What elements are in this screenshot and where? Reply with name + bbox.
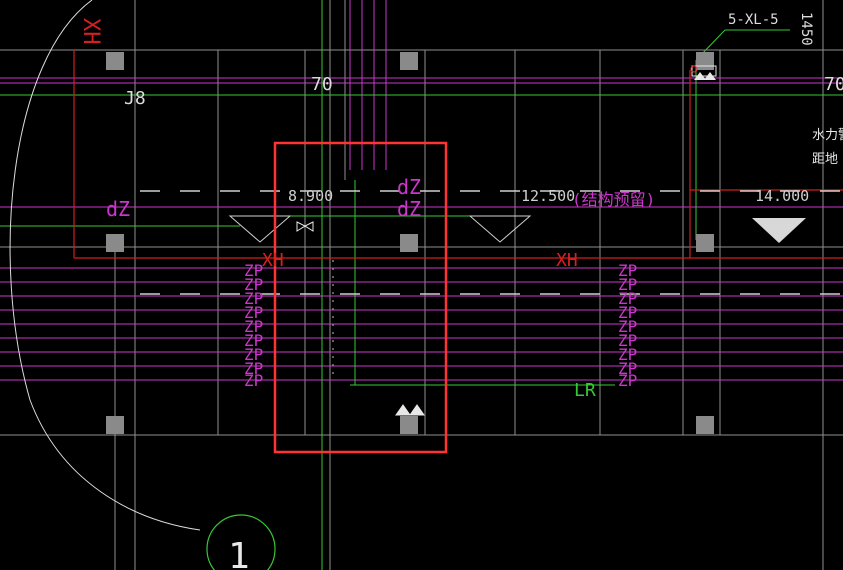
dz-label: dZ: [397, 197, 421, 221]
side-note: 距地 2: [812, 152, 843, 167]
axis-number: 1: [228, 536, 250, 570]
zp-label: ZP: [618, 275, 637, 294]
elevation-label: 14.000: [755, 187, 809, 205]
reserved-note: (结构预留): [572, 190, 655, 209]
zp-stack-left: ZP ZP ZP ZP ZP ZP ZP ZP ZP: [244, 261, 263, 390]
dz-label: dZ: [106, 197, 130, 221]
column: [696, 234, 714, 252]
xh-horizontal-label: XH: [556, 250, 578, 271]
lr-label: LR: [574, 380, 596, 401]
column: [106, 416, 124, 434]
alarm-valve-icon: [690, 65, 717, 80]
elevation-label: 12.500: [521, 187, 575, 205]
xh-vertical-label: XH: [78, 18, 103, 45]
axis-bubble: [206, 514, 276, 570]
column: [400, 52, 418, 70]
riser-number: 1450: [798, 12, 814, 46]
zp-stack-right: ZP ZP ZP ZP ZP ZP ZP ZP ZP: [618, 261, 637, 390]
zp-label: ZP: [244, 371, 263, 390]
selection-highlight-box[interactable]: [273, 141, 448, 454]
pipe-label-70: 70: [824, 74, 843, 95]
column: [400, 416, 418, 434]
zp-label: ZP: [618, 331, 637, 350]
zp-label: ZP: [618, 345, 637, 364]
red-pipes: [73, 50, 843, 259]
zp-label: ZP: [618, 317, 637, 336]
column: [696, 52, 714, 70]
zp-label: ZP: [244, 289, 263, 308]
column: [400, 234, 418, 252]
zp-label: ZP: [618, 359, 637, 378]
sprinkler-head-icon: [395, 404, 425, 416]
column: [696, 416, 714, 434]
zp-label: ZP: [618, 371, 637, 390]
pipe-label-j8: J8: [124, 88, 146, 109]
xh-horizontal-label: XH: [262, 250, 284, 271]
column: [106, 52, 124, 70]
pipe-label-70: 70: [311, 74, 333, 95]
dz-label: dZ: [397, 175, 421, 199]
valve-icon: [296, 221, 314, 232]
zp-label: ZP: [244, 359, 263, 378]
elevation-triangle-icon: [468, 215, 532, 243]
sprinkler-pipes: [0, 0, 843, 381]
zp-label: ZP: [618, 261, 637, 280]
riser-tag: 5-XL-5: [728, 12, 779, 28]
column: [106, 234, 124, 252]
zp-label: ZP: [618, 303, 637, 322]
zp-label: ZP: [244, 261, 263, 280]
zp-label: ZP: [618, 289, 637, 308]
elevation-label: 8.900: [288, 187, 333, 205]
zp-label: ZP: [244, 345, 263, 364]
zp-label: ZP: [244, 317, 263, 336]
elevation-triangle-filled-icon: [752, 218, 806, 243]
zp-label: ZP: [244, 331, 263, 350]
side-note: 水力警: [812, 127, 843, 143]
zp-label: ZP: [244, 275, 263, 294]
ramp-arc: [9, 0, 201, 531]
zp-label: ZP: [244, 303, 263, 322]
